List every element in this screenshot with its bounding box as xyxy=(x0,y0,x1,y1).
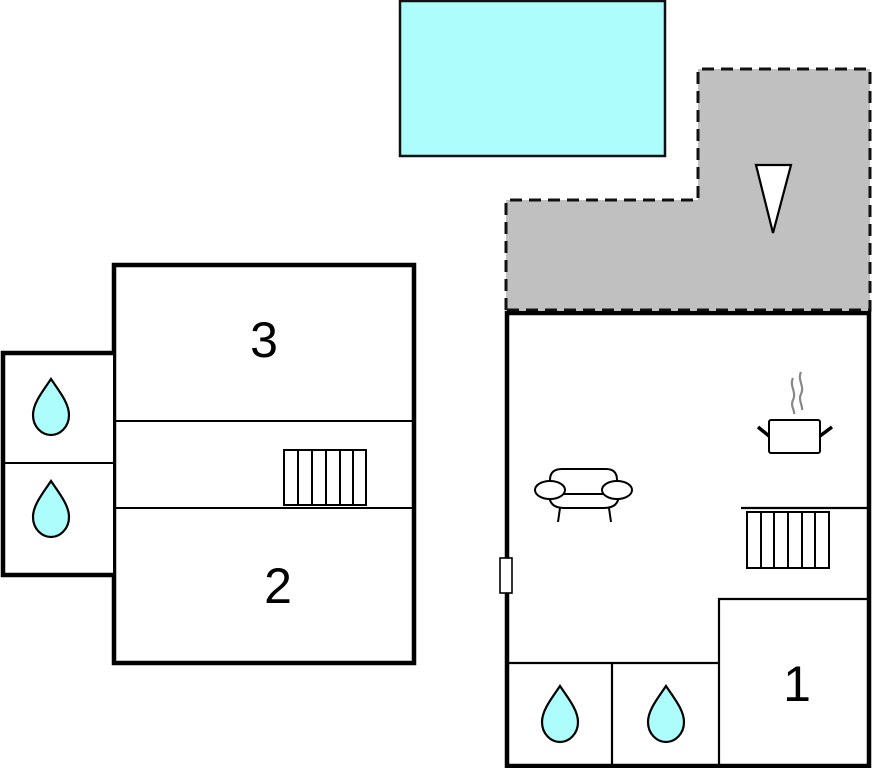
cooking-pot-icon xyxy=(756,371,834,454)
left-building xyxy=(0,262,417,666)
sun-umbrella-icon xyxy=(754,163,793,234)
staircase-icon xyxy=(283,449,367,506)
staircase-icon xyxy=(746,511,830,569)
room-label-1: 1 xyxy=(783,656,811,712)
terrace xyxy=(504,67,872,312)
room-label-3: 3 xyxy=(250,312,278,368)
room-label-2: 2 xyxy=(264,558,292,614)
door-icon xyxy=(499,557,513,594)
swimming-pool xyxy=(398,0,667,158)
sofa-icon xyxy=(534,468,633,523)
